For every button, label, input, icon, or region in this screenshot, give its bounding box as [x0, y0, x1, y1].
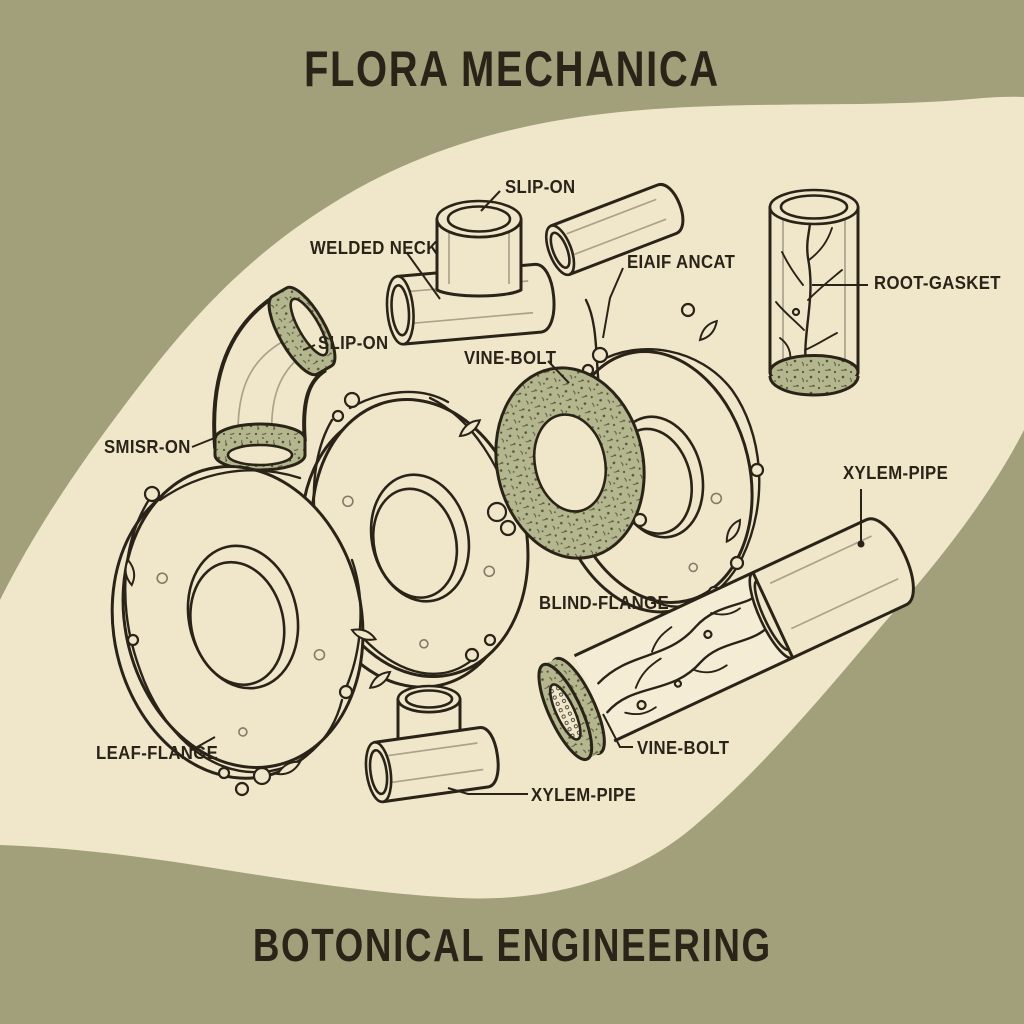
tee-fitting-drawing: [385, 199, 556, 346]
pipe-segment-drawing: [544, 182, 685, 277]
leader-lines: [189, 190, 868, 795]
poster-subtitle: BOTONICAL ENGINEERING: [0, 918, 1024, 972]
label-welded-neck: WELDED NECK: [310, 238, 439, 258]
label-xylem-pipe-right: XYLEM-PIPE: [843, 463, 949, 483]
elbow-drawing: [212, 285, 337, 472]
root-gasket-pipe-drawing: [768, 188, 860, 397]
small-tee-drawing: [364, 684, 500, 804]
label-leaf-flange: LEAF-FLANGE: [96, 743, 219, 763]
label-vine-bolt-gasket: VINE-BOLT: [464, 348, 557, 368]
label-vine-bolt-pipe: VINE-BOLT: [637, 738, 730, 758]
vine-bolt-gasket-drawing: [486, 366, 648, 560]
label-root-gasket: ROOT-GASKET: [874, 273, 1001, 293]
label-slip-on-tee: SLIP-ON: [505, 177, 576, 197]
label-smish-on: SMISR-ON: [104, 437, 191, 457]
poster-subtitle-text: BOTONICAL ENGINEERING: [252, 919, 772, 971]
poster-title: FLORA MECHANICA: [0, 40, 1024, 98]
label-blind-flange: BLIND-FLANGE: [539, 593, 670, 613]
label-leaf-angat: EIAIF ANCAT: [627, 252, 736, 272]
xylem-pipe-drawing: [537, 517, 915, 762]
label-slip-on-elbow: SLIP-ON: [318, 333, 389, 353]
poster-title-text: FLORA MECHANICA: [304, 41, 720, 97]
label-xylem-pipe-bottom: XYLEM-PIPE: [531, 785, 637, 805]
leaf-flange-drawing: [110, 465, 378, 797]
